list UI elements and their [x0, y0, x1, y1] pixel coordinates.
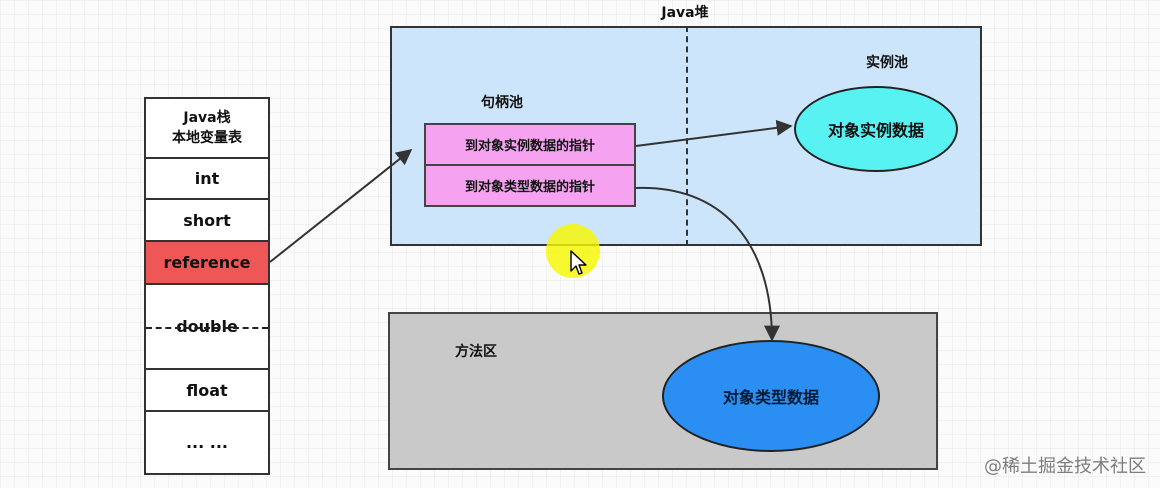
- watermark: @稀土掘金技术社区: [984, 456, 1146, 477]
- heap-divider: [686, 26, 688, 246]
- stack-cell-short: short: [146, 200, 268, 242]
- heap-title: Java堆: [661, 5, 709, 21]
- stack-title: Java栈: [183, 110, 231, 126]
- handle-pool-label: 句柄池: [481, 95, 523, 111]
- reference-to-handle-arrow: [269, 149, 413, 263]
- instance-pool-label: 实例池: [866, 55, 908, 71]
- instance-data-oval: 对象实例数据: [794, 86, 958, 172]
- stack-cell-double: double: [146, 285, 268, 370]
- handle-table: 到对象实例数据的指针 到对象类型数据的指针: [424, 123, 636, 207]
- method-area-label: 方法区: [455, 344, 497, 360]
- java-stack-table: Java栈 本地变量表 int short reference double f…: [144, 97, 270, 475]
- stack-cell-reference: reference: [146, 242, 268, 285]
- mouse-cursor-icon: [570, 250, 587, 275]
- stack-header: Java栈 本地变量表: [146, 99, 268, 159]
- handle-row-type-pointer: 到对象类型数据的指针: [426, 164, 634, 205]
- handle-to-type-arrow: [635, 186, 780, 342]
- stack-cell-int: int: [146, 159, 268, 200]
- stack-subtitle: 本地变量表: [172, 130, 242, 146]
- stack-cell-ellipsis: ... ...: [146, 412, 268, 473]
- double-dashed-divider: [146, 326, 268, 329]
- stack-cell-float: float: [146, 370, 268, 412]
- handle-to-instance-arrow: [635, 119, 793, 147]
- handle-row-instance-pointer: 到对象实例数据的指针: [464, 139, 595, 154]
- type-data-oval: 对象类型数据: [662, 340, 880, 452]
